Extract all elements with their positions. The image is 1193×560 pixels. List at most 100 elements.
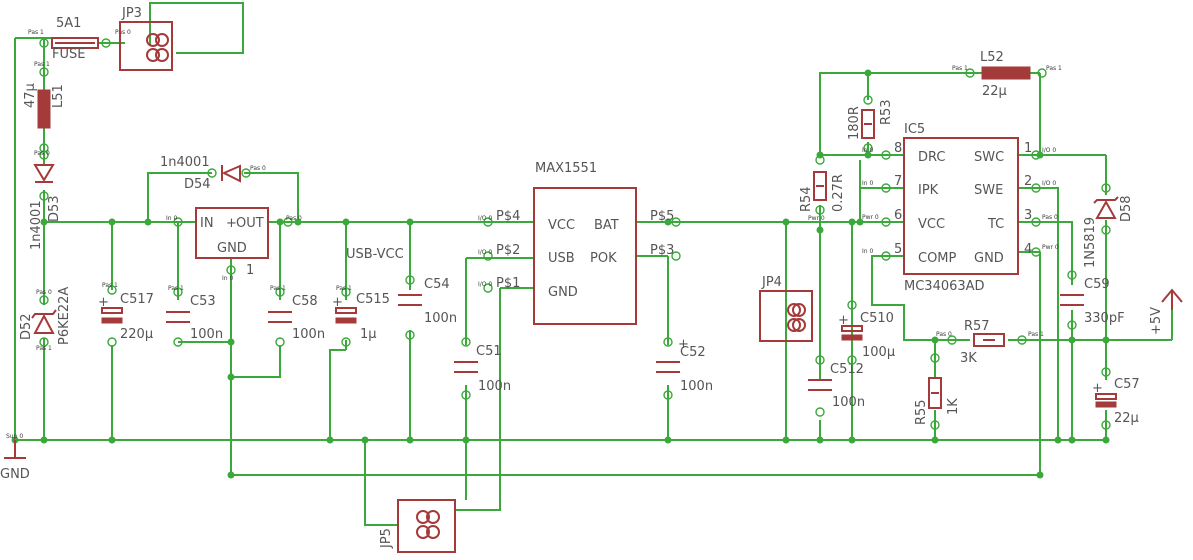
fuse-name: FUSE — [52, 47, 85, 62]
c515-name: C515 — [356, 292, 390, 307]
pin-tag: Pas 0 — [1042, 214, 1058, 221]
l52-value: 22µ — [982, 84, 1007, 99]
c57-name: C57 — [1114, 377, 1140, 392]
ic-pin7: 7 — [894, 174, 902, 189]
ic-pin6: 6 — [894, 208, 902, 223]
pin-tag: I/O 0 — [478, 249, 492, 256]
capacitor-c515[interactable]: + C515 1µ — [332, 287, 390, 347]
pin-tag: Pas 1 — [1046, 65, 1062, 72]
c52-value: 100n — [680, 379, 713, 394]
resistor-r54[interactable]: R54 0.27R — [799, 155, 846, 215]
d53-value: 1n4001 — [29, 200, 44, 250]
r53-name: R53 — [879, 99, 894, 125]
jp3-name: JP3 — [121, 6, 142, 21]
ic-pin1: 1 — [1024, 141, 1032, 156]
pin-tag: Pas 0 — [115, 29, 131, 36]
capacitor-c53[interactable]: C53 100n — [166, 287, 223, 347]
c517-value: 220µ — [120, 327, 153, 342]
c512-value: 100n — [832, 395, 865, 410]
fuse-f1[interactable]: 5A1 FUSE Pas 1 Pas 0 — [28, 16, 131, 62]
junction-dots — [11, 69, 1110, 479]
c510-name: C510 — [860, 311, 894, 326]
c53-value: 100n — [190, 327, 223, 342]
r55-name: R55 — [914, 399, 929, 425]
max-usb: USB — [548, 251, 575, 266]
ic-ipk: IPK — [918, 183, 939, 198]
pin-tag: In 0 — [862, 180, 873, 187]
c51-name: C51 — [476, 344, 502, 359]
pin-tag: Pas 1 — [102, 282, 118, 289]
plus-sign: + — [226, 216, 237, 231]
r57-value: 3K — [960, 351, 977, 366]
pin-tag: Pas 1 — [36, 345, 52, 352]
capacitor-c58[interactable]: C58 100n — [268, 287, 325, 347]
inductor-l52[interactable]: L52 22µ — [965, 50, 1047, 99]
plus5v-label: +5V — [1149, 307, 1164, 335]
c517-name: C517 — [120, 292, 154, 307]
resistor-r57[interactable]: R57 3K — [947, 319, 1027, 366]
pin-tag: I/O 0 — [478, 281, 492, 288]
diode-d54[interactable]: 1n4001 D54 — [160, 155, 251, 192]
r53-value: 180R — [847, 106, 862, 140]
supply-plus5v[interactable]: +5V — [1149, 288, 1183, 335]
c54-name: C54 — [424, 277, 450, 292]
capacitor-c512[interactable]: C512 100n — [808, 355, 865, 417]
max-p5: P$5 — [650, 209, 674, 224]
voltage-regulator[interactable]: IN + OUT GND 1 — [173, 207, 293, 278]
resistor-r53[interactable]: 180R R53 — [847, 95, 894, 153]
capacitor-c59[interactable]: C59 330pF — [1060, 270, 1125, 330]
max-p3: P$3 — [650, 243, 674, 258]
ic5-part: MC34063AD — [904, 279, 985, 294]
l51-name: L51 — [51, 84, 66, 108]
pin-tag: Pas 0 — [36, 289, 52, 296]
jumper-jp4[interactable]: JP4 — [759, 275, 813, 342]
max-p1: P$1 — [496, 276, 520, 291]
c515-value: 1µ — [360, 327, 377, 342]
capacitor-c54[interactable]: C54 100n — [398, 275, 457, 340]
c58-name: C58 — [292, 294, 318, 309]
c51-value: 100n — [478, 379, 511, 394]
ic-tc: TC — [987, 217, 1004, 232]
schottky-diode-d58[interactable]: D58 1N5819 — [1083, 183, 1134, 268]
d52-value: P6KE22A — [57, 287, 72, 345]
ic-pin8: 8 — [894, 141, 902, 156]
ic5-mc34063[interactable]: IC5 MC34063AD DRC IPK VCC COMP SWC SWE T… — [881, 122, 1041, 294]
ic-pin4: 4 — [1024, 242, 1032, 257]
r54-value: 0.27R — [831, 174, 846, 212]
capacitor-c51[interactable]: C51 100n — [454, 337, 511, 400]
diode-d53[interactable]: D53 1n4001 — [29, 150, 62, 250]
d54-name: D54 — [184, 177, 211, 192]
ic-pin5: 5 — [894, 242, 902, 257]
capacitor-c52[interactable]: + C52 100n — [656, 337, 713, 400]
tvs-diode-d52[interactable]: D52 P6KE22A — [19, 287, 72, 347]
max-p2: P$2 — [496, 243, 520, 258]
jp4-name: JP4 — [761, 275, 782, 290]
c57-value: 22µ — [1114, 411, 1139, 426]
max1551-chip[interactable]: MAX1551 VCC USB GND BAT POK P$4 P$2 P$1 … — [483, 161, 681, 325]
r54-name: R54 — [799, 186, 814, 212]
pin-tag: Pwr 0 — [1042, 244, 1059, 251]
wire-network — [14, 2, 1173, 526]
capacitor-c517[interactable]: + C517 220µ — [98, 285, 154, 347]
jumper-jp3[interactable]: JP3 — [119, 6, 173, 71]
capacitor-c510[interactable]: + C510 100µ — [838, 300, 895, 365]
polarity-mark: + — [1092, 381, 1103, 396]
reg-in-label: IN — [200, 216, 214, 231]
ic-drc: DRC — [918, 150, 945, 165]
pin-tag: Pas 1 — [34, 61, 50, 68]
capacitor-c57[interactable]: + C57 22µ — [1092, 367, 1140, 430]
reg-gnd-label: GND — [217, 241, 247, 256]
inductor-l51[interactable]: L51 47µ — [23, 67, 66, 153]
ic-pin2: 2 — [1024, 174, 1032, 189]
jumper-jp5[interactable]: JP5 — [379, 499, 456, 553]
max-bat: BAT — [594, 218, 619, 233]
jp5-name: JP5 — [379, 528, 394, 549]
resistor-r55[interactable]: R55 1K — [914, 353, 961, 430]
max-name: MAX1551 — [535, 161, 597, 176]
reg-pin1: 1 — [246, 263, 254, 278]
pin-tag: In 0 — [166, 215, 177, 222]
pin-tag: Pas 0 — [286, 215, 302, 222]
ic-gnd: GND — [974, 251, 1004, 266]
ground-symbol[interactable]: GND — [0, 440, 30, 482]
